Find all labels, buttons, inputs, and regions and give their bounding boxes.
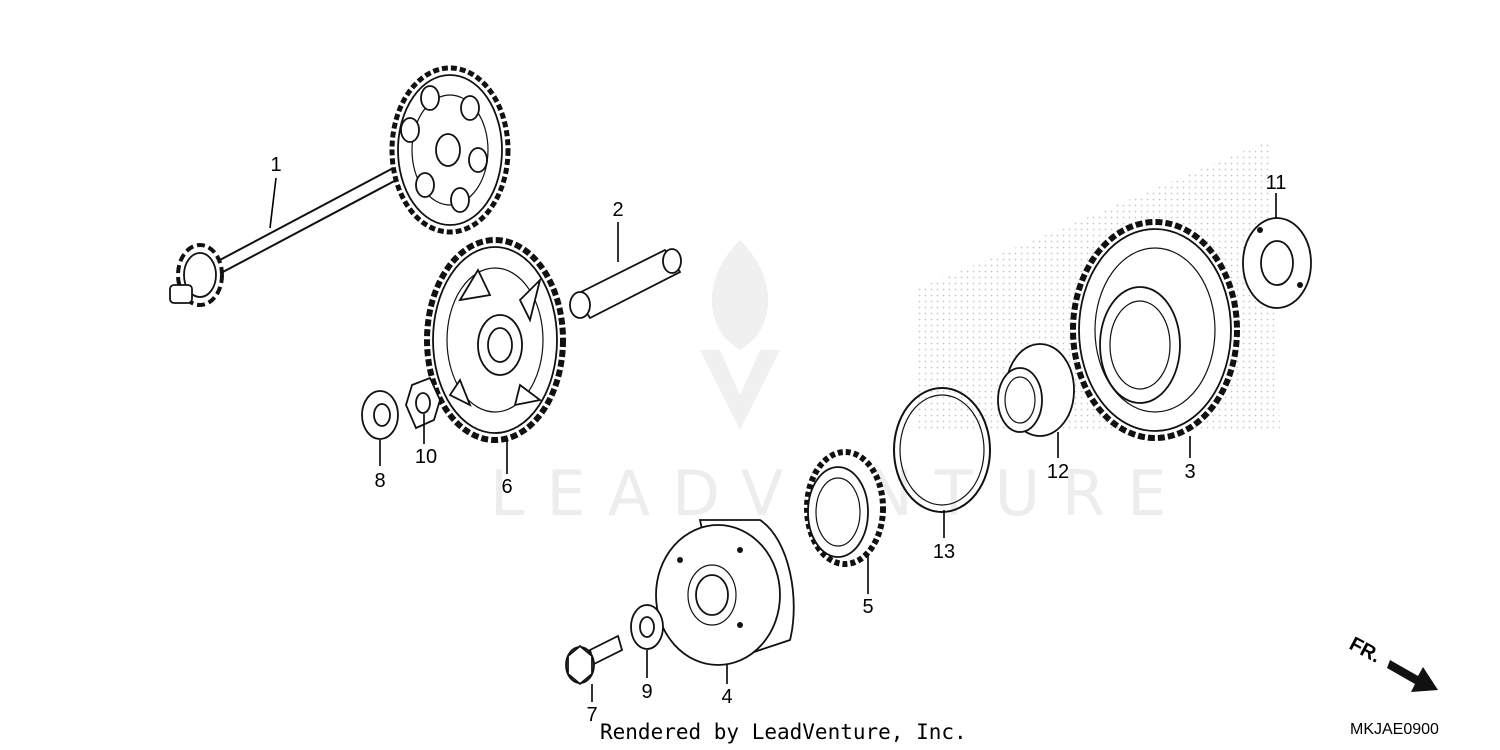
leader-lines xyxy=(269,177,1277,702)
part-1-shaft-gear xyxy=(169,65,511,307)
callout-11: 11 xyxy=(1266,172,1287,194)
callout-3: 3 xyxy=(1184,461,1195,483)
part-13-snap-ring xyxy=(893,387,991,513)
footer-credit: Rendered by LeadVenture, Inc. xyxy=(600,720,967,744)
callout-10: 10 xyxy=(415,446,437,468)
part-11-washer xyxy=(1242,217,1312,309)
callout-8: 8 xyxy=(374,470,385,492)
callout-1: 1 xyxy=(270,154,281,176)
callout-13: 13 xyxy=(933,541,955,563)
part-10-washer xyxy=(405,376,441,430)
direction-arrow-icon xyxy=(1387,660,1438,692)
direction-label: FR. xyxy=(1346,633,1385,668)
callout-2: 2 xyxy=(612,199,623,221)
part-8-washer xyxy=(361,390,399,440)
callout-12: 12 xyxy=(1047,461,1069,483)
callout-labels: 1 2 3 4 5 6 7 8 9 10 11 12 13 xyxy=(270,154,1286,726)
part-2-pin xyxy=(569,248,682,320)
callout-6: 6 xyxy=(501,476,512,498)
front-direction-indicator: FR. xyxy=(1346,633,1438,692)
callout-9: 9 xyxy=(641,681,652,703)
callout-4: 4 xyxy=(721,686,732,708)
part-4-clutch-outer xyxy=(655,519,795,666)
part-5-one-way-clutch xyxy=(804,449,886,567)
callout-5: 5 xyxy=(862,596,873,618)
part-9-washer xyxy=(630,604,664,650)
diagram-code: MKJAE0900 xyxy=(1350,721,1439,738)
part-6-gear xyxy=(424,237,566,443)
part-12-needle-bearing xyxy=(997,343,1075,437)
part-7-bolt xyxy=(565,634,624,686)
part-3-driven-gear xyxy=(1070,219,1240,441)
callout-7: 7 xyxy=(586,704,597,726)
